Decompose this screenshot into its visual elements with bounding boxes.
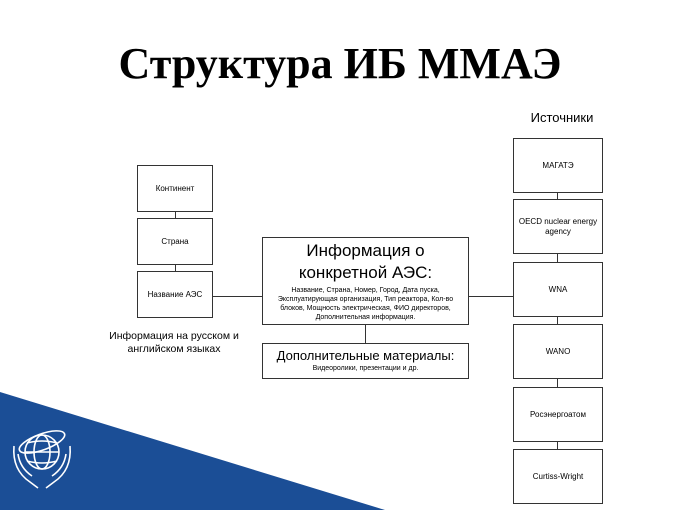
language-note: Информация на русском и английском языка…: [109, 330, 239, 355]
source-iaea: МАГАТЭ: [513, 138, 603, 193]
box-country: Страна: [137, 218, 213, 265]
npp-info-details: Название, Страна, Номер, Город, Дата пус…: [277, 287, 454, 321]
additional-materials-box: Дополнительные материалы: Видеоролики, п…: [262, 343, 469, 379]
connector-center-sources: [469, 296, 513, 297]
connector-center-additional: [365, 325, 366, 343]
blue-corner-decoration: [0, 392, 385, 510]
source-wna: WNA: [513, 262, 603, 317]
source-wano: WANO: [513, 324, 603, 379]
connector-line: [557, 193, 558, 199]
source-rosenergoatom: Росэнергоатом: [513, 387, 603, 442]
connector-line: [175, 265, 176, 271]
box-npp-name: Название АЭС: [137, 271, 213, 318]
connector-line: [557, 254, 558, 262]
connector-line: [557, 317, 558, 324]
connector-line: [175, 212, 176, 218]
connector-left-center: [213, 296, 262, 297]
npp-info-heading: Информация о конкретной АЭС:: [298, 241, 433, 282]
connector-line: [557, 442, 558, 449]
box-continent: Континент: [137, 165, 213, 212]
npp-info-box: Информация о конкретной АЭС: Название, С…: [262, 237, 469, 325]
sources-label: Источники: [530, 110, 594, 125]
globe-hands-logo-icon: [13, 430, 71, 489]
source-oecd-nea: OECD nuclear energy agency: [513, 199, 603, 254]
slide-title: Структура ИБ ММАЭ: [118, 39, 562, 88]
source-curtiss-wright: Curtiss-Wright: [513, 449, 603, 504]
additional-details: Видеоролики, презентации и др.: [312, 365, 419, 372]
additional-heading: Дополнительные материалы:: [276, 348, 455, 363]
connector-line: [557, 379, 558, 387]
